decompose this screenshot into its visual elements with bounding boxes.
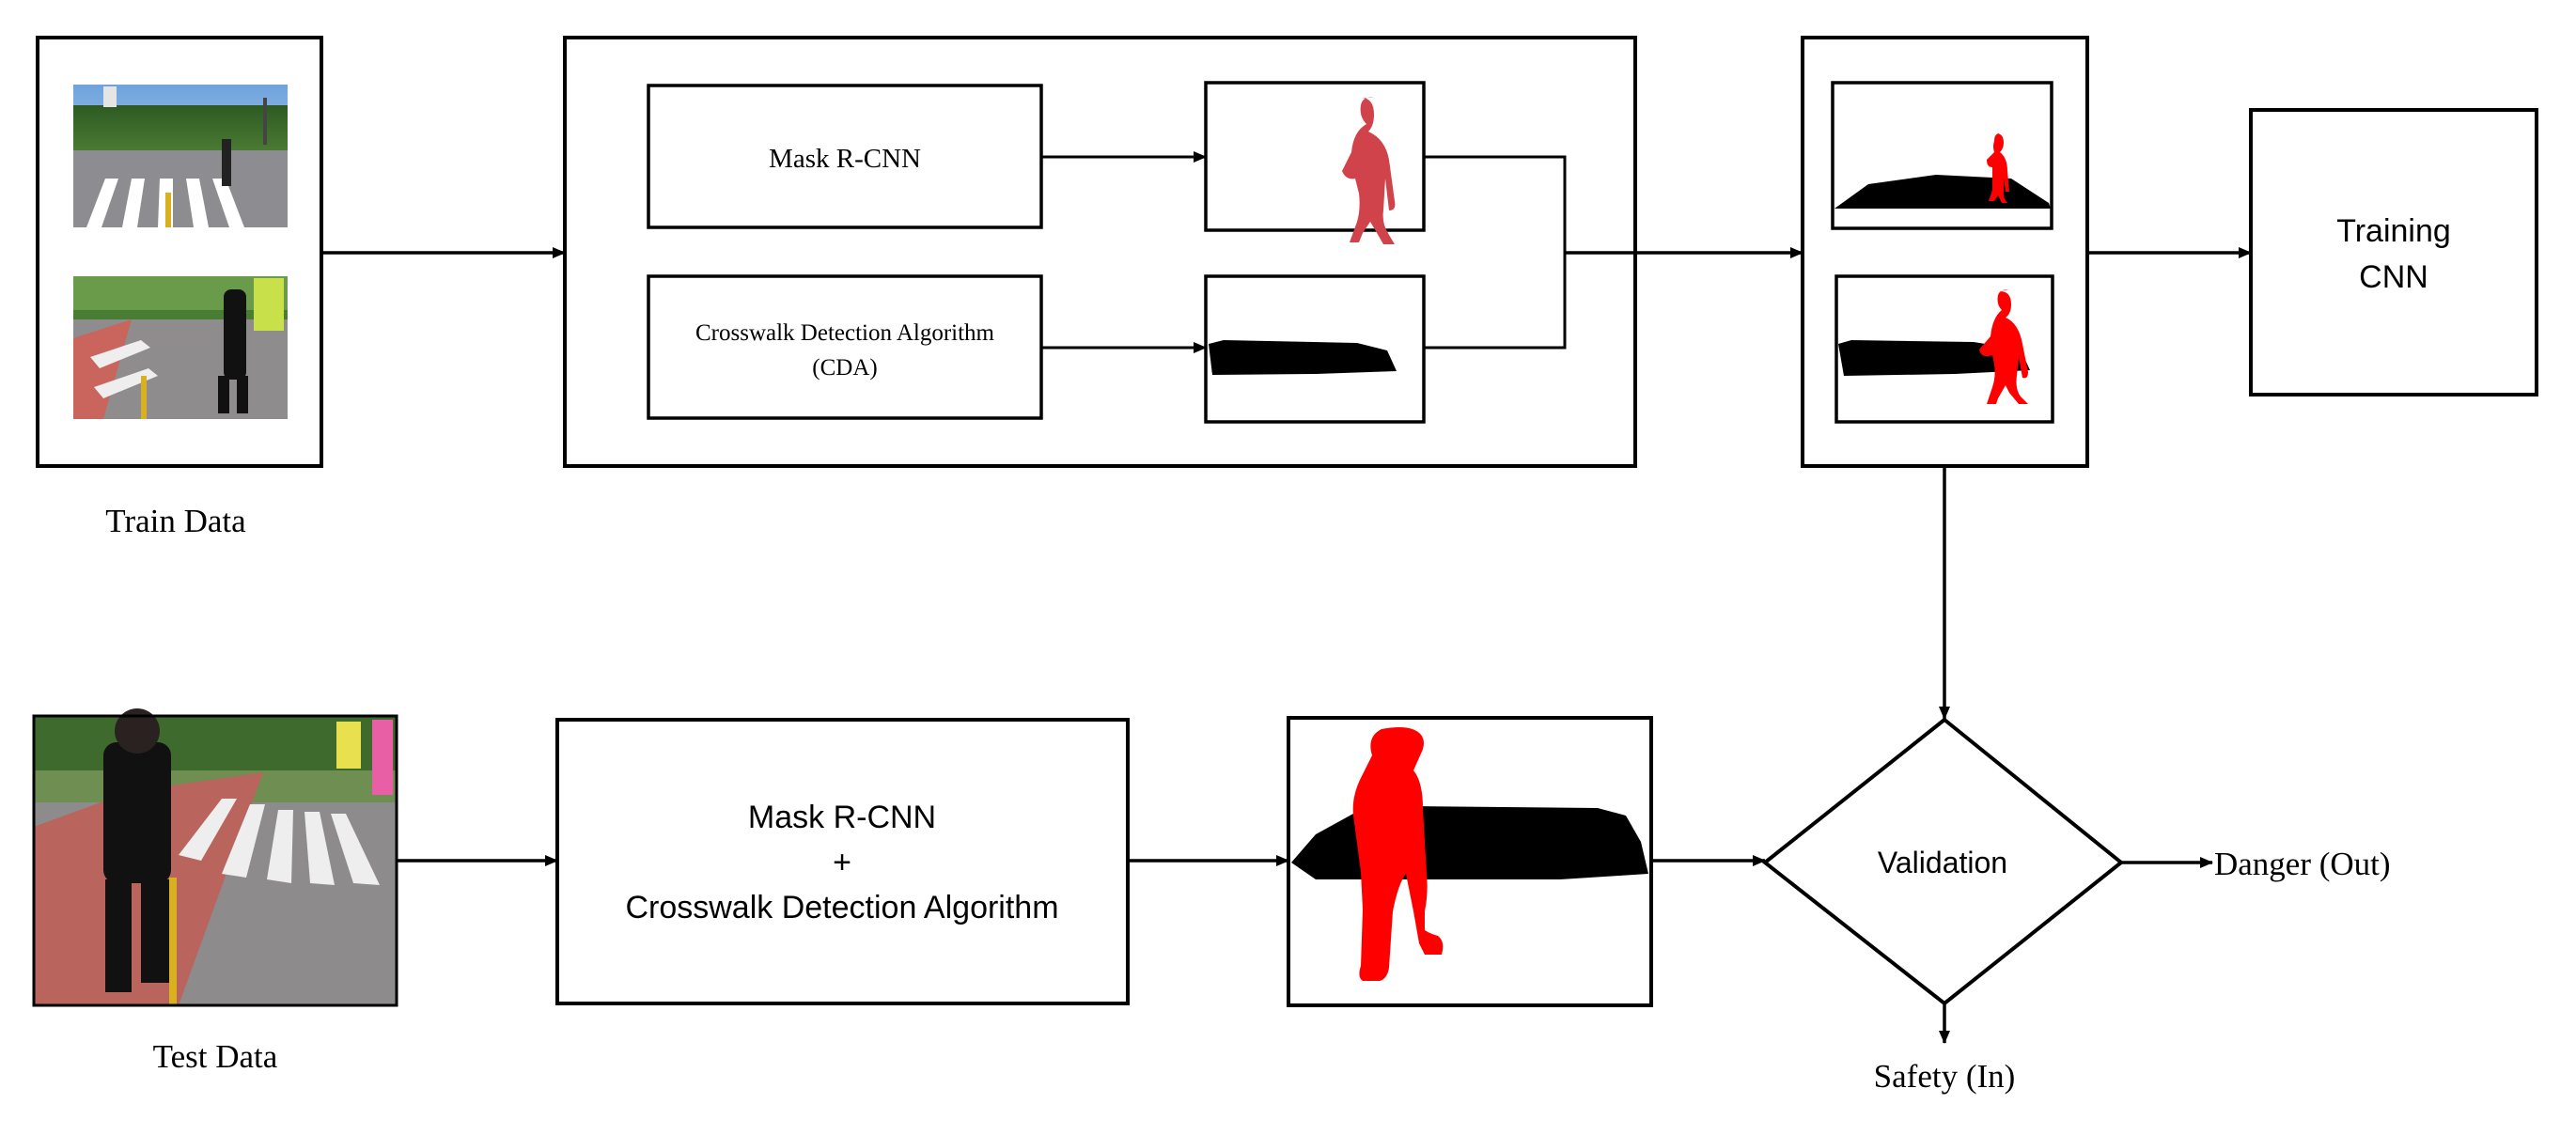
test-data-group: Test Data: [32, 708, 398, 1075]
cda-label-line2: (CDA): [812, 355, 877, 381]
train-photo-1: [73, 85, 288, 227]
test-processing-line3: Crosswalk Detection Algorithm: [625, 890, 1058, 925]
test-result-group: [1287, 716, 1653, 1007]
danger-out-label: Danger (Out): [2214, 846, 2391, 882]
test-crosswalk-mask: [1291, 806, 1648, 879]
combined-masks-box: [1801, 36, 2089, 468]
train-data-label: Train Data: [105, 503, 246, 539]
training-cnn-line1: Training: [2336, 213, 2451, 249]
pedestrian-mask-muted: [1342, 97, 1396, 245]
test-photo: [32, 708, 398, 1007]
test-data-label: Test Data: [153, 1038, 278, 1075]
combined-pedestrian-2: [1979, 289, 2028, 404]
validation-label: Validation: [1878, 846, 2007, 879]
crosswalk-mask-shape: [1209, 340, 1397, 375]
test-processing-line1: Mask R-CNN: [748, 800, 936, 835]
mask-rcnn-label: Mask R-CNN: [769, 144, 921, 174]
test-processing-line2: +: [833, 845, 851, 880]
combined-sample-1: [1831, 81, 2053, 230]
train-photo-2: [73, 276, 288, 419]
test-pedestrian-mask: [1352, 727, 1444, 981]
training-cnn-group: Training CNN: [2249, 108, 2538, 396]
combined-crosswalk-1: [1834, 175, 2051, 209]
segmentation-stage-box: [563, 36, 1637, 468]
combined-masks-stage: [1801, 36, 2089, 468]
merge-connector: [1424, 155, 1567, 350]
safety-in-label: Safety (In): [1874, 1058, 2016, 1095]
train-data-group: Train Data: [36, 36, 323, 539]
cda-box: [647, 274, 1043, 420]
combined-pedestrian-1: [1987, 133, 2009, 203]
test-processing-group: Mask R-CNN + Crosswalk Detection Algorit…: [555, 718, 1130, 1005]
validation-decision-group: Validation Danger (Out) Safety (In): [1761, 717, 2391, 1095]
training-cnn-line2: CNN: [2359, 259, 2428, 295]
combined-sample-2: [1834, 274, 2054, 424]
cda-label-line1: Crosswalk Detection Algorithm: [695, 320, 995, 346]
segmentation-stage: Mask R-CNN Crosswalk Detection Algorithm…: [563, 36, 1637, 468]
training-cnn-box: [2249, 108, 2538, 396]
